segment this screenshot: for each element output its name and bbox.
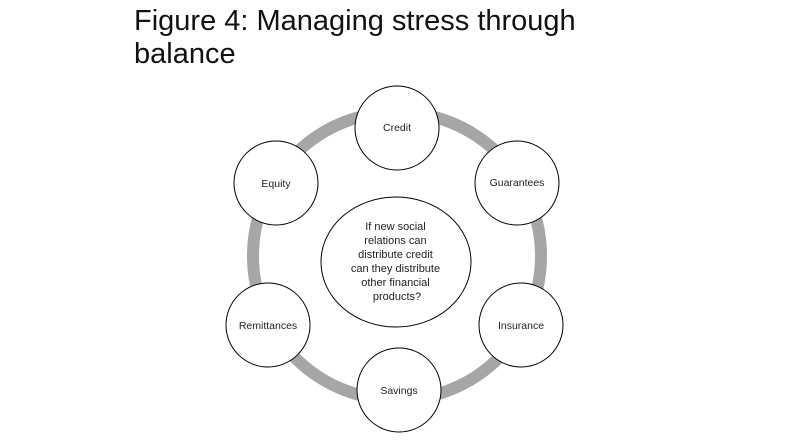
center-line-2: relations can — [364, 235, 426, 247]
node-savings-label: Savings — [380, 385, 417, 397]
center-circle — [320, 196, 472, 328]
node-savings: Savings — [356, 347, 442, 433]
figure-title: Figure 4: Managing stress through balanc… — [134, 5, 654, 71]
center-line-5: other financial — [361, 277, 430, 289]
center-question: If new social relations can distribute c… — [320, 196, 472, 328]
node-insurance-label: Insurance — [498, 320, 544, 332]
node-remittances-circle — [225, 282, 311, 368]
node-remittances-label: Remittances — [239, 320, 297, 332]
node-guarantees-label: Guarantees — [490, 177, 545, 189]
center-line-3: distribute credit — [358, 249, 433, 261]
node-credit: Credit — [354, 85, 440, 171]
center-question-text: If new social relations can distribute c… — [351, 221, 443, 303]
node-credit-circle — [354, 85, 440, 171]
center-line-4: can they distribute — [351, 263, 440, 275]
node-equity: Equity — [233, 140, 319, 226]
center-line-1: If new social — [365, 221, 426, 233]
figure-title-line-1: Figure 4: Managing stress through — [134, 5, 576, 37]
node-remittances: Remittances — [225, 282, 311, 368]
center-line-6: products? — [373, 291, 421, 303]
figure-title-line-2: balance — [134, 38, 236, 70]
node-credit-label: Credit — [383, 122, 411, 134]
node-insurance-circle — [478, 282, 564, 368]
node-savings-circle — [356, 347, 442, 433]
node-guarantees: Guarantees — [474, 140, 560, 226]
node-insurance: Insurance — [478, 282, 564, 368]
node-equity-circle — [233, 140, 319, 226]
node-guarantees-circle — [474, 140, 560, 226]
node-equity-label: Equity — [261, 178, 291, 190]
